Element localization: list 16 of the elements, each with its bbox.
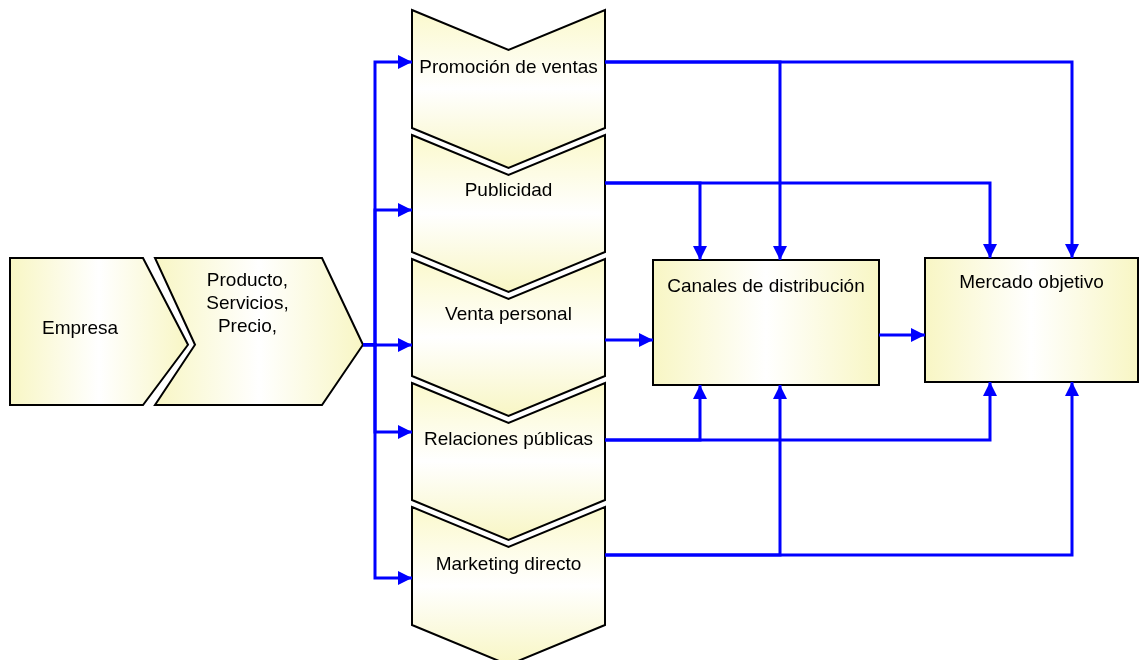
node-label: Producto, Servicios, Precio,: [205, 268, 290, 337]
node-label: Empresa: [41, 316, 119, 339]
node-label: Venta personal: [444, 302, 573, 325]
connector-arrow: [879, 328, 925, 342]
connector-arrow: [605, 181, 997, 258]
node-label: Relaciones públicas: [423, 427, 594, 450]
node-label: Publicidad: [463, 178, 554, 201]
connector-arrow: [605, 60, 1079, 258]
node-label: Marketing directo: [434, 552, 583, 575]
connector-arrow: [605, 333, 653, 347]
node-label: Promoción de ventas: [418, 55, 599, 78]
connector-arrow: [605, 382, 1079, 557]
connector-arrow: [605, 382, 997, 442]
node-label: Mercado objetivo: [958, 270, 1105, 293]
node-label: Canales de distribución: [666, 274, 866, 297]
connector-arrow: [363, 343, 412, 585]
